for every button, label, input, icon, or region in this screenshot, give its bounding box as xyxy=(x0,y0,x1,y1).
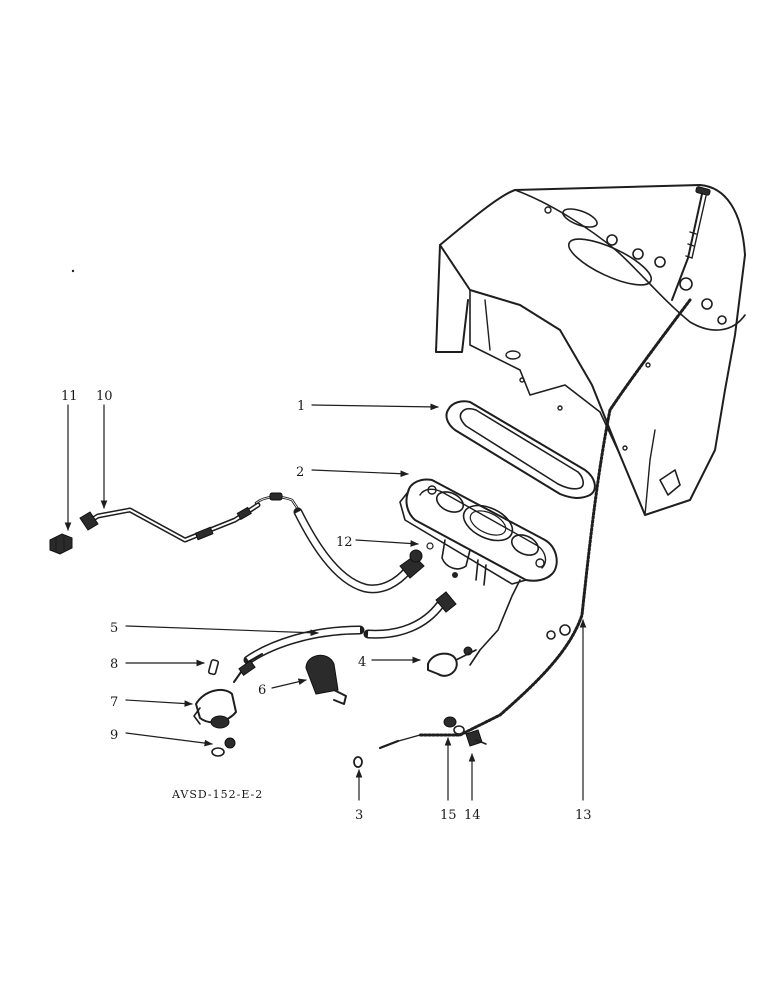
fitting-part-11 xyxy=(49,533,73,555)
o-ring-part-3 xyxy=(353,756,363,768)
leader-7 xyxy=(125,699,193,707)
clip-part-6 xyxy=(305,654,347,705)
callout-11: 11 xyxy=(61,389,78,404)
clamp-part-4 xyxy=(427,646,477,677)
pin-part-8 xyxy=(207,659,220,676)
callout-9: 9 xyxy=(110,728,118,743)
speck xyxy=(71,269,75,273)
callout-14: 14 xyxy=(464,808,481,823)
callout-8: 8 xyxy=(110,657,118,672)
cable-part-13 xyxy=(378,298,692,750)
leader-1 xyxy=(311,403,439,411)
washer-part-15 xyxy=(443,716,465,735)
drawing-code: AVSD-152-E-2 xyxy=(171,788,263,801)
callout-3: 3 xyxy=(355,808,363,823)
leader-9 xyxy=(125,732,213,747)
callout-leaders xyxy=(64,403,587,801)
gasket-part-1 xyxy=(445,400,596,499)
callout-13: 13 xyxy=(575,808,592,823)
leader-2 xyxy=(311,469,409,478)
panel-housing xyxy=(435,184,746,516)
callout-12: 12 xyxy=(336,535,353,550)
callout-7: 7 xyxy=(110,695,118,710)
callout-1: 1 xyxy=(297,399,305,414)
leader-5 xyxy=(125,625,319,637)
callout-15: 15 xyxy=(440,808,457,823)
leader-12 xyxy=(355,539,419,547)
callout-labels: 1 2 3 4 5 6 7 8 9 10 11 12 13 14 15 xyxy=(61,389,592,823)
screw-part-14 xyxy=(465,729,487,747)
valve-body-part-7 xyxy=(193,688,237,729)
callout-6: 6 xyxy=(258,683,266,698)
tube-part-10 xyxy=(79,492,302,543)
instrument-cluster-part-2 xyxy=(399,478,558,666)
callout-10: 10 xyxy=(96,389,113,404)
hose-part-5 xyxy=(233,591,457,683)
hose-part-12 xyxy=(293,507,434,594)
callout-5: 5 xyxy=(110,621,118,636)
callout-2: 2 xyxy=(296,465,304,480)
callout-4: 4 xyxy=(358,655,366,670)
nut-part-9 xyxy=(211,737,236,757)
leader-6 xyxy=(271,678,307,689)
